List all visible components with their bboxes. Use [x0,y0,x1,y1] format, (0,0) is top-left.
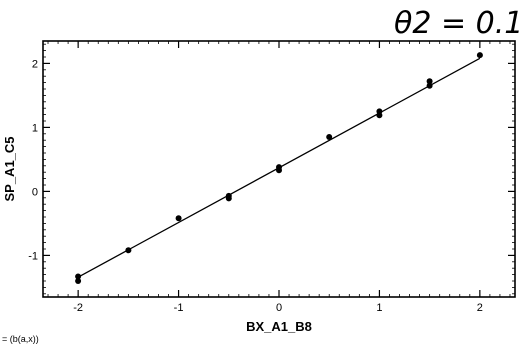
data-point [175,215,182,222]
x-axis-label: BX_A1_B8 [246,319,312,334]
bottom-annotation: = (b(a,x)) [2,334,39,344]
data-point [426,78,433,85]
x-tick-label: 2 [477,302,483,314]
data-point [75,273,82,280]
major-ticks [43,41,515,297]
y-tick-label: 0 [32,186,38,198]
tick-labels: -2 -1 0 1 2 -1 0 1 2 [28,58,483,314]
y-tick-label: 1 [32,122,38,134]
x-tick-label: -2 [73,302,83,314]
data-point [75,278,82,284]
data-point [476,52,483,59]
x-tick-label: 1 [376,302,382,314]
handwritten-note: θ2 = 0.1 [394,6,522,41]
data-point [326,134,333,140]
data-point [125,247,132,254]
data-point [276,167,282,174]
x-tick-label: -1 [174,302,184,314]
y-tick-label: -1 [28,250,38,262]
y-axis-label: SP_A1_C5 [2,136,17,201]
data-point [225,195,232,202]
data-points [75,52,483,284]
data-point [426,82,433,89]
y-tick-label: 2 [32,58,38,70]
x-tick-label: 0 [276,302,282,314]
data-point [376,112,383,119]
